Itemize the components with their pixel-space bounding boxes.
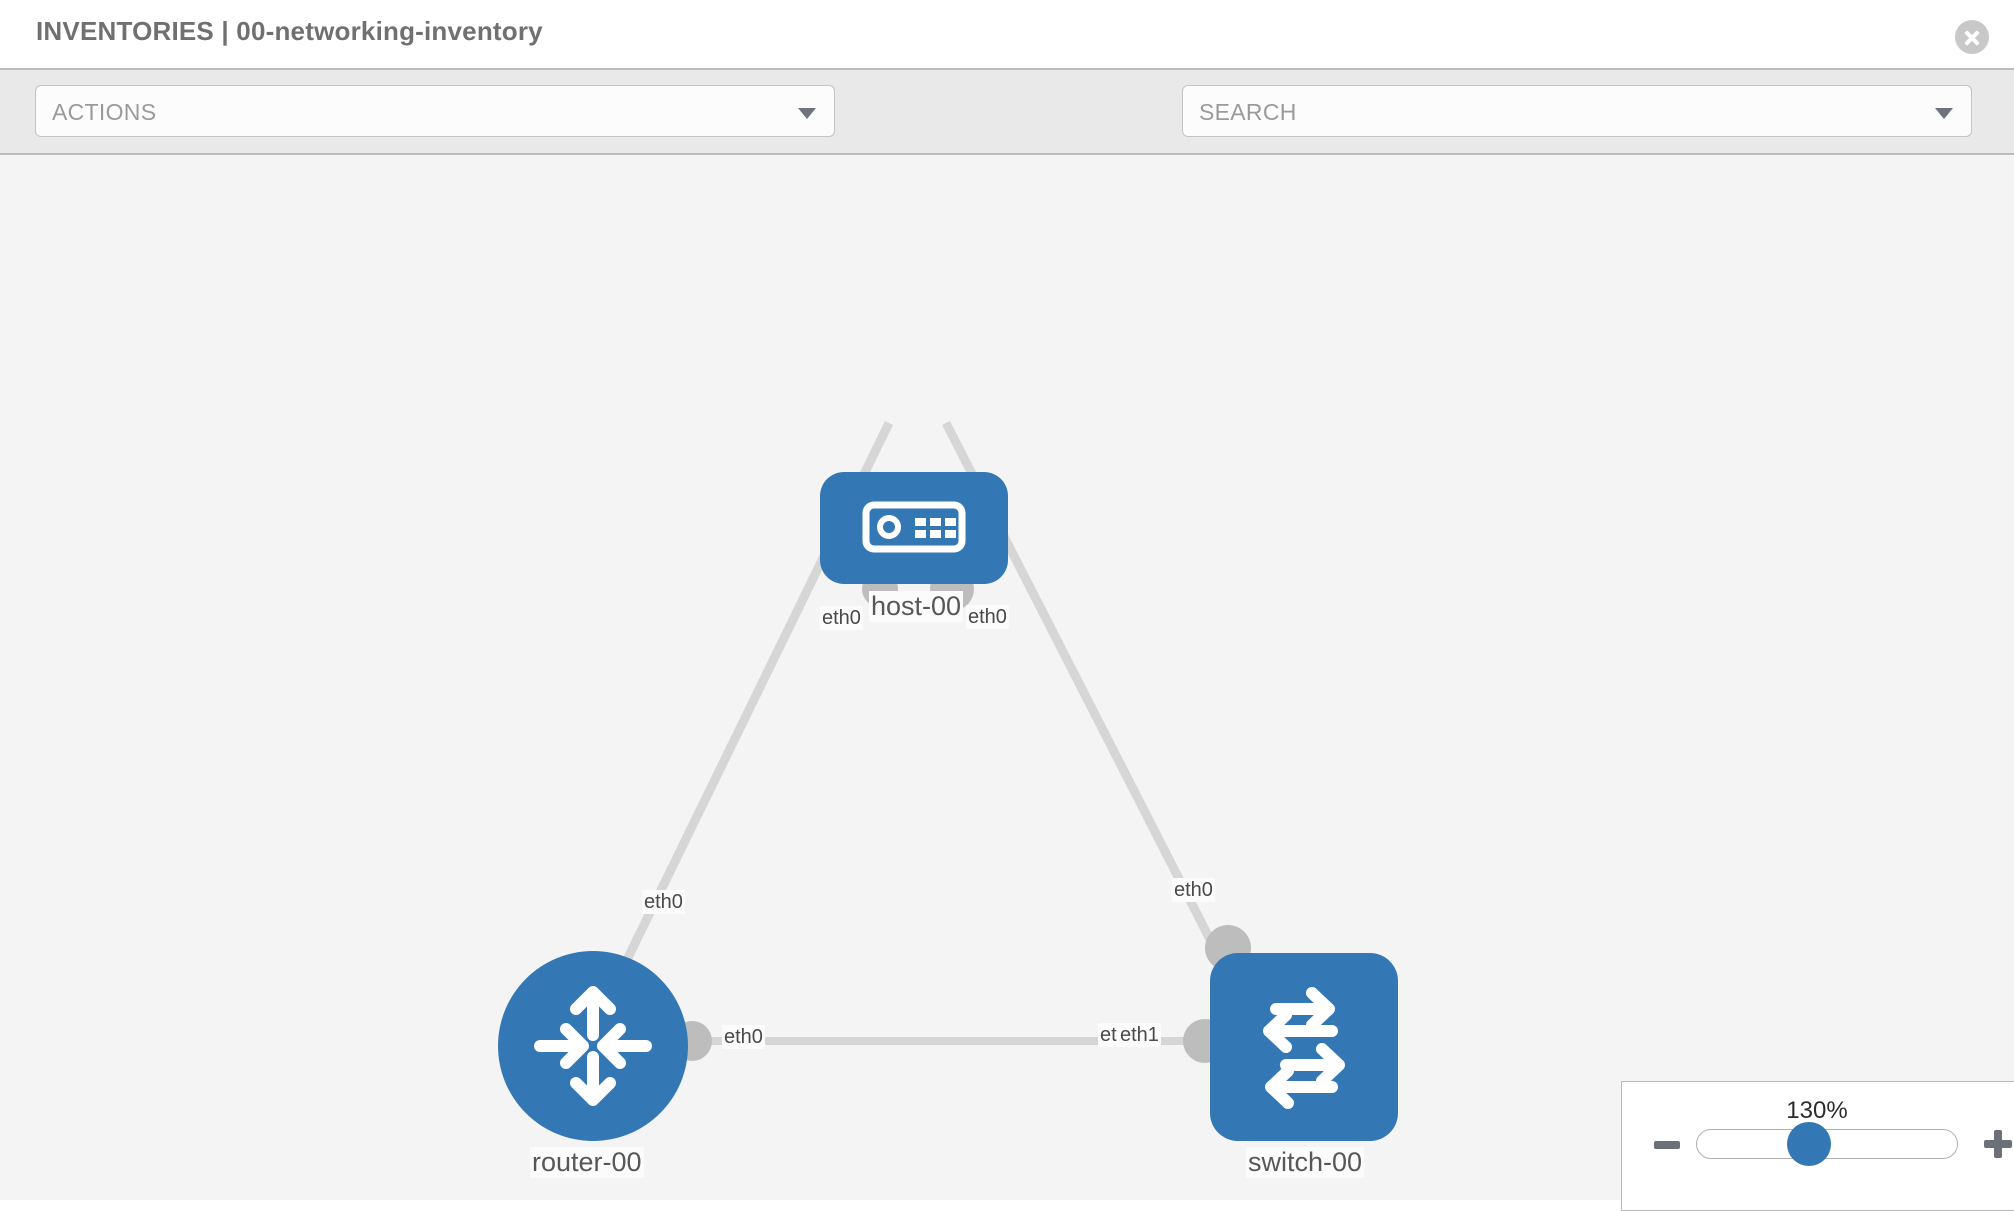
topology-node-label-router-00: router-00	[530, 1147, 644, 1178]
edge-label-router-00-diagonal: eth0	[642, 890, 685, 914]
app-header: INVENTORIES | 00-networking-inventory	[0, 0, 2014, 68]
chevron-down-icon	[1935, 108, 1953, 119]
topology-node-label-host-00: host-00	[869, 591, 964, 622]
topology-links	[595, 420, 1223, 1045]
zoom-level-label: 130%	[1786, 1097, 1848, 1124]
zoom-control-panel: 130%	[1621, 1081, 2014, 1211]
zoom-slider-thumb[interactable]	[1787, 1122, 1831, 1166]
host-node-shape	[820, 472, 1008, 584]
actions-dropdown-label: ACTIONS	[52, 99, 157, 125]
close-icon[interactable]	[1955, 20, 1989, 54]
chevron-down-icon	[798, 108, 816, 119]
page-title: INVENTORIES | 00-networking-inventory	[36, 16, 543, 46]
plus-icon-horizontal	[1984, 1140, 2012, 1148]
zoom-in-button[interactable]	[1984, 1130, 2012, 1158]
switch-node-shape	[1210, 953, 1398, 1141]
edge-label-router-00-horizontal: eth0	[722, 1025, 765, 1049]
edge-label-host-00-right: eth0	[966, 605, 1009, 629]
router-node-shape	[498, 951, 688, 1141]
search-input[interactable]: SEARCH	[1182, 85, 1972, 137]
edge-label-switch-00-diagonal: eth0	[1172, 878, 1215, 902]
server-appliance-icon	[862, 501, 966, 553]
topology-node-label-switch-00: switch-00	[1246, 1147, 1365, 1178]
toolbar: ACTIONS SEARCH	[0, 68, 2014, 198]
search-input-value: SEARCH	[1199, 99, 1297, 125]
topology-canvas[interactable]: host-00 eth0 eth0 router-00 eth0 eth0	[0, 155, 2014, 1200]
router-four-arrows-icon	[534, 986, 652, 1106]
edge-label-host-00-left: eth0	[820, 606, 863, 630]
zoom-out-button[interactable]	[1654, 1141, 1680, 1149]
switch-arrows-icon	[1263, 987, 1345, 1109]
actions-dropdown[interactable]: ACTIONS	[35, 85, 835, 137]
edge-label-switch-00-horizontal-b: eth1	[1118, 1023, 1161, 1047]
